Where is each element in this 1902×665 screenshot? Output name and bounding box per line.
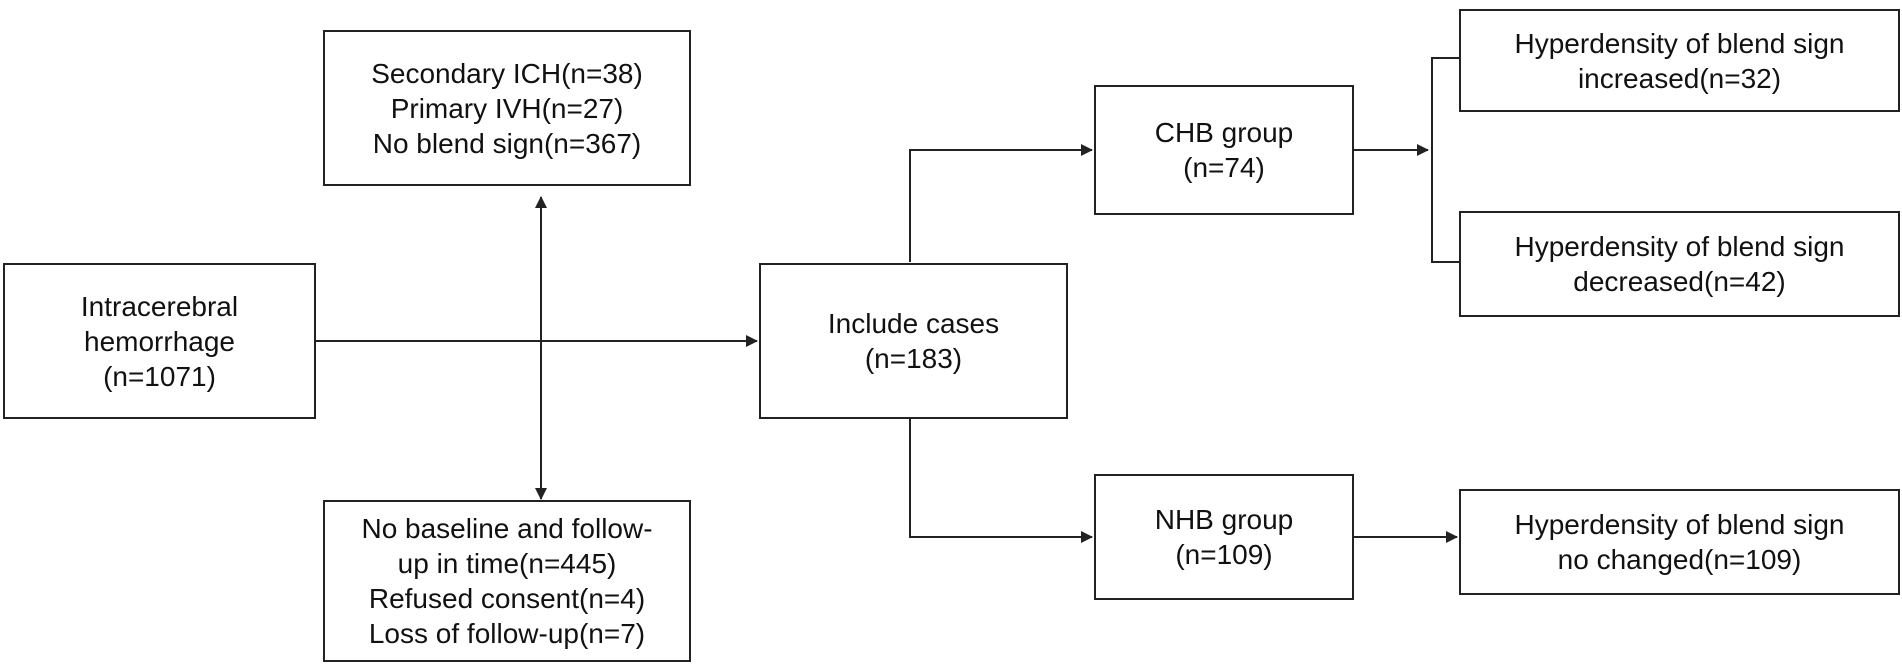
- excluded-top-box: Secondary ICH(n=38) Primary IVH(n=27) No…: [323, 30, 691, 186]
- excluded-bottom-box: No baseline and follow- up in time(n=445…: [323, 500, 691, 662]
- chb-group-box: CHB group (n=74): [1094, 85, 1354, 215]
- nhb-group-box: NHB group (n=109): [1094, 474, 1354, 600]
- excluded-top-line-1: Secondary ICH(n=38): [371, 57, 643, 89]
- outcome-decreased-box: Hyperdensity of blend sign decreased(n=4…: [1459, 211, 1900, 317]
- excluded-bottom-line-2: up in time(n=445): [397, 548, 617, 579]
- start-line-1: Intracerebral: [80, 290, 239, 322]
- arrow-included-to-chb: [909, 144, 1093, 262]
- outcome-increased-line-1: Hyperdensity of blend sign: [1514, 27, 1845, 59]
- outcome-decreased-line-2: decreased(n=42): [1573, 266, 1786, 297]
- arrow-included-to-nhb: [909, 418, 1093, 543]
- outcome-increased-box: Hyperdensity of blend sign increased(n=3…: [1459, 9, 1900, 112]
- outcome-unchanged-box: Hyperdensity of blend sign no changed(n=…: [1459, 489, 1900, 595]
- included-line-2: (n=183): [864, 343, 963, 374]
- excluded-top-line-3: No blend sign(n=367): [372, 127, 642, 159]
- outcome-bracket: [1431, 57, 1459, 263]
- start-box: Intracerebral hemorrhage (n=1071): [3, 263, 316, 419]
- nhb-group-line-2: (n=109): [1175, 539, 1273, 570]
- outcome-unchanged-line-1: Hyperdensity of blend sign: [1514, 509, 1845, 540]
- excluded-top-line-2: Primary IVH(n=27): [390, 92, 624, 124]
- chb-group-line-1: CHB group: [1154, 117, 1294, 148]
- included-box: Include cases (n=183): [759, 263, 1068, 419]
- included-line-1: Include cases: [827, 308, 1000, 339]
- excluded-bottom-line-4: Loss of follow-up(n=7): [368, 618, 646, 649]
- start-line-2: hemorrhage: [84, 325, 235, 357]
- start-line-3: (n=1071): [103, 360, 216, 392]
- nhb-group-line-1: NHB group: [1154, 504, 1294, 535]
- outcome-decreased-line-1: Hyperdensity of blend sign: [1514, 231, 1845, 262]
- chb-group-line-2: (n=74): [1183, 152, 1265, 183]
- excluded-bottom-line-1: No baseline and follow-: [361, 513, 653, 544]
- outcome-increased-line-2: increased(n=32): [1577, 62, 1782, 94]
- outcome-unchanged-line-2: no changed(n=109): [1557, 544, 1802, 575]
- excluded-bottom-line-3: Refused consent(n=4): [368, 583, 646, 614]
